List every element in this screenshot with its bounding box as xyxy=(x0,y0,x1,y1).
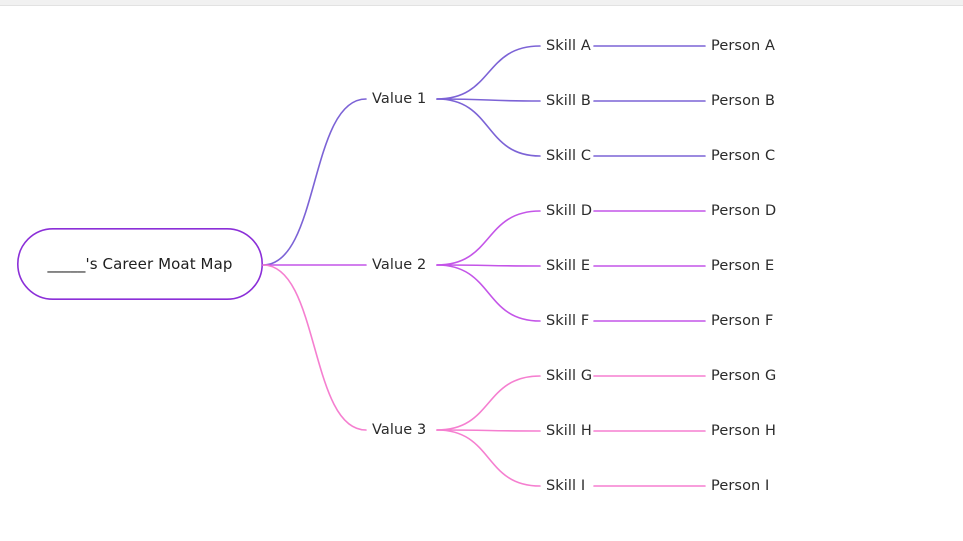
connector-value-1-to-skill-3 xyxy=(436,98,541,157)
window-top-strip xyxy=(0,0,963,6)
person-node-label-h[interactable]: Person H xyxy=(711,422,777,439)
root-to-value-connectors xyxy=(262,98,367,431)
skill-node-label-i[interactable]: Skill I xyxy=(546,477,586,494)
person-node-label-f[interactable]: Person F xyxy=(711,312,774,329)
person-node-label-i[interactable]: Person I xyxy=(711,477,770,494)
person-node-label-g[interactable]: Person G xyxy=(711,367,777,384)
value-node-label-1[interactable]: Value 1 xyxy=(372,90,427,107)
skill-node-label-h[interactable]: Skill H xyxy=(546,422,592,439)
skill-node-label-c[interactable]: Skill C xyxy=(546,147,592,164)
connector-value-2-to-skill-1 xyxy=(436,210,541,266)
connector-value-3-to-skill-3 xyxy=(436,429,541,487)
skill-node-label-g[interactable]: Skill G xyxy=(546,367,593,384)
value-node-label-3[interactable]: Value 3 xyxy=(372,421,427,438)
connector-root-to-value-3 xyxy=(262,264,367,431)
root-node-label: _____'s Career Moat Map xyxy=(47,254,233,273)
connector-value-2-to-skill-2 xyxy=(436,264,541,267)
mindmap-connectors-svg xyxy=(16,45,706,487)
connector-value-3-to-skill-2 xyxy=(436,429,541,432)
person-node-label-e[interactable]: Person E xyxy=(711,257,775,274)
person-node-label-b[interactable]: Person B xyxy=(711,92,776,109)
skill-node-label-f[interactable]: Skill F xyxy=(546,312,590,329)
mindmap-canvas[interactable]: _____'s Career Moat Map Value 1 Skill A Pe… xyxy=(0,7,963,541)
skill-node-label-a[interactable]: Skill A xyxy=(546,37,591,54)
value-to-skill-connectors xyxy=(436,45,541,487)
connector-value-2-to-skill-3 xyxy=(436,264,541,322)
connector-value-3-to-skill-1 xyxy=(436,375,541,431)
skill-node-label-b[interactable]: Skill B xyxy=(546,92,591,109)
skill-node-label-d[interactable]: Skill D xyxy=(546,202,593,219)
connector-root-to-value-1 xyxy=(262,98,367,266)
person-node-label-c[interactable]: Person C xyxy=(711,147,776,164)
skill-to-person-connectors xyxy=(593,45,706,487)
person-node-label-d[interactable]: Person D xyxy=(711,202,777,219)
skill-node-label-e[interactable]: Skill E xyxy=(546,257,591,274)
person-node-label-a[interactable]: Person A xyxy=(711,37,776,54)
root-node-shape[interactable] xyxy=(16,228,263,301)
value-node-label-2[interactable]: Value 2 xyxy=(372,256,427,273)
connector-value-1-to-skill-1 xyxy=(436,45,541,100)
connector-value-1-to-skill-2 xyxy=(436,98,541,102)
